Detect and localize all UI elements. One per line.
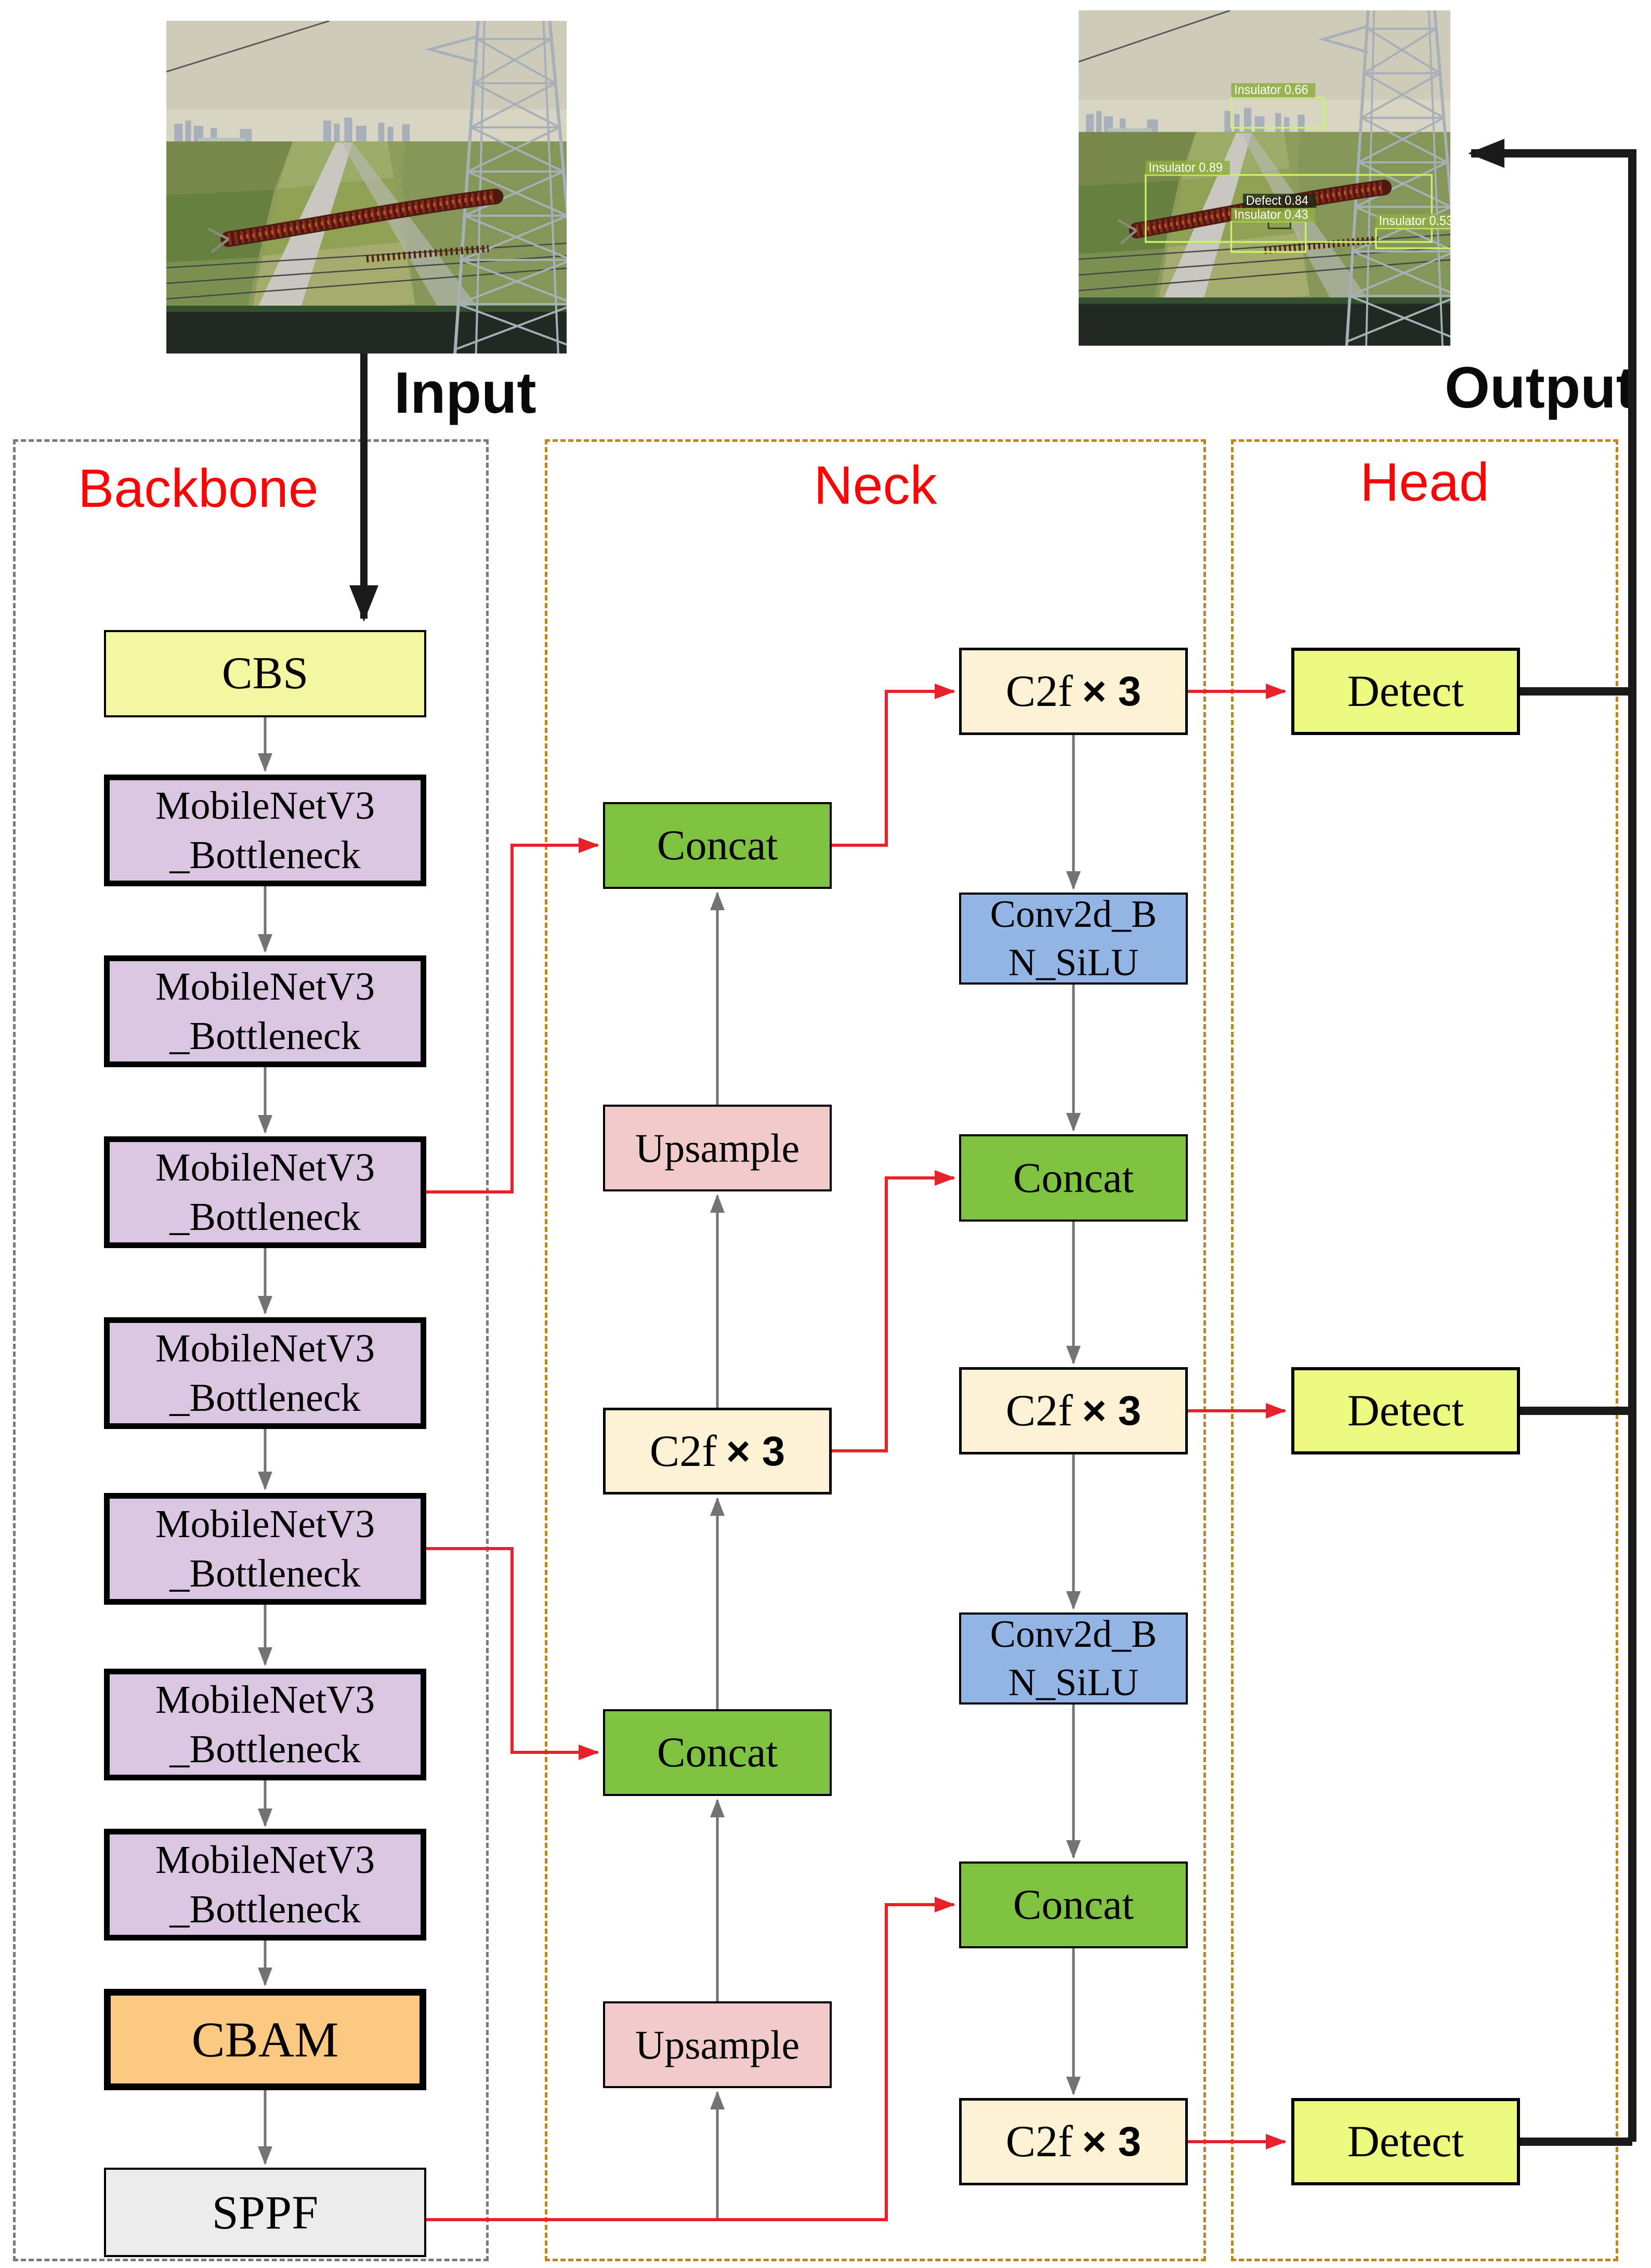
input-photo	[166, 21, 567, 353]
detection-label: Insulator 0.43	[1234, 207, 1308, 222]
c2f-multiplier: × 3	[726, 1427, 785, 1474]
neck-concat-bottom-block: Concat	[603, 1709, 832, 1796]
neck-conv2d-bn-silu-top-block: Conv2d_B N_SiLU	[959, 893, 1188, 985]
head-panel-label: Head	[1360, 452, 1489, 513]
mobilenetv3-bottleneck-block-3: MobileNetV3 _Bottleneck	[104, 1136, 426, 1248]
detection-boxes	[1145, 96, 1450, 253]
output-photo: Insulator 0.66 Insulator 0.89 Defect 0.8…	[1079, 10, 1450, 346]
neck-concat-right-top-block: Concat	[959, 1134, 1188, 1222]
mobilenetv3-bottleneck-block-4: MobileNetV3 _Bottleneck	[104, 1317, 426, 1429]
neck-c2f-left-block: C2f × 3	[603, 1408, 832, 1494]
neck-c2f-right-top-block: C2f × 3	[959, 648, 1188, 735]
neck-conv2d-bn-silu-bottom-block: Conv2d_B N_SiLU	[959, 1612, 1188, 1705]
neck-c2f-right-middle-block: C2f × 3	[959, 1367, 1188, 1454]
detection-label: Defect 0.84	[1246, 193, 1308, 208]
neck-upsample-top-block: Upsample	[603, 1105, 832, 1191]
sppf-block: SPPF	[104, 2168, 426, 2257]
mobilenetv3-bottleneck-block-6: MobileNetV3 _Bottleneck	[104, 1669, 426, 1780]
backbone-panel	[13, 439, 489, 2261]
mobilenetv3-bottleneck-block-1: MobileNetV3 _Bottleneck	[104, 775, 426, 886]
neck-upsample-bottom-block: Upsample	[603, 2001, 832, 2088]
backbone-panel-label: Backbone	[78, 458, 319, 519]
input-label: Input	[394, 360, 536, 425]
c2f-multiplier: × 3	[1082, 1387, 1142, 1434]
c2f-multiplier: × 3	[1082, 668, 1142, 714]
neck-panel-label: Neck	[814, 455, 937, 516]
neck-panel	[545, 439, 1206, 2261]
mobilenetv3-bottleneck-block-5: MobileNetV3 _Bottleneck	[104, 1493, 426, 1605]
detect-block-2: Detect	[1291, 1367, 1520, 1454]
mobilenetv3-bottleneck-block-7: MobileNetV3 _Bottleneck	[104, 1829, 426, 1941]
detection-label: Insulator 0.53	[1379, 214, 1450, 228]
cbam-block: CBAM	[104, 1989, 426, 2090]
detection-label: Insulator 0.89	[1149, 161, 1223, 175]
detect-block-1: Detect	[1291, 648, 1520, 735]
neck-concat-top-block: Concat	[603, 802, 832, 889]
detection-labels: Insulator 0.66 Insulator 0.89 Defect 0.8…	[1145, 83, 1450, 228]
mobilenetv3-bottleneck-block-2: MobileNetV3 _Bottleneck	[104, 955, 426, 1067]
cbs-block: CBS	[104, 630, 426, 717]
neck-c2f-right-bottom-block: C2f × 3	[959, 2098, 1188, 2185]
detect-block-3: Detect	[1291, 2098, 1520, 2185]
c2f-multiplier: × 3	[1082, 2118, 1142, 2165]
output-label: Output	[1445, 355, 1635, 420]
detection-label: Insulator 0.66	[1234, 83, 1308, 98]
neck-concat-right-bottom-block: Concat	[959, 1861, 1188, 1948]
